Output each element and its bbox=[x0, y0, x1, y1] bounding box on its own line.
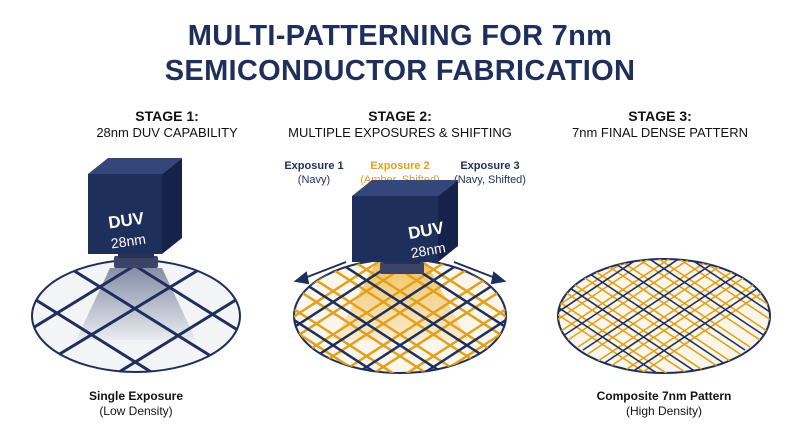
stage-2-subtitle: MULTIPLE EXPOSURES & SHIFTING bbox=[288, 125, 512, 140]
diagram-title-line-2: SEMICONDUCTOR FABRICATION bbox=[164, 55, 636, 87]
diagram-title-line-1: MULTI-PATTERNING FOR 7nm bbox=[187, 20, 613, 52]
stage-1-caption: Single Exposure bbox=[88, 389, 184, 403]
stage-3-wafer bbox=[557, 258, 771, 374]
stage-1-wafer bbox=[31, 259, 241, 373]
stage-3-subtitle: 7nm FINAL DENSE PATTERN bbox=[571, 125, 748, 140]
stage-1-duv-text: DUV bbox=[107, 209, 146, 233]
exposure-3-note: (Navy, Shifted) bbox=[454, 174, 526, 186]
stage-2-label: STAGE 2: bbox=[368, 108, 432, 124]
stage-3-dense-pattern bbox=[558, 259, 770, 373]
stage-2-duv-node-text: 28nm bbox=[409, 239, 446, 261]
stage-2-duv-box: DUV 28nm bbox=[352, 180, 458, 274]
stage-1-caption-density: (Low Density) bbox=[99, 404, 173, 418]
stage-2-shift-arrow-right bbox=[453, 261, 507, 285]
stage-1-duv-box: DUV 28nm bbox=[88, 158, 182, 268]
exposure-3-title: Exposure 3 bbox=[460, 160, 520, 172]
stage-1-subtitle: 28nm DUV CAPABILITY bbox=[96, 125, 238, 140]
stage-3-caption-density: (High Density) bbox=[625, 404, 703, 418]
exposure-2-title: Exposure 2 bbox=[370, 160, 430, 172]
exposure-1-note: (Navy) bbox=[297, 174, 331, 186]
stage-2-shift-arrow-left bbox=[293, 261, 347, 285]
stage-3-label: STAGE 3: bbox=[628, 108, 692, 124]
stage-1-duv-node-text: 28nm bbox=[110, 231, 147, 252]
stage-1-label: STAGE 1: bbox=[135, 108, 199, 124]
stage-3-caption: Composite 7nm Pattern bbox=[596, 389, 732, 403]
exposure-1-title: Exposure 1 bbox=[284, 160, 344, 172]
